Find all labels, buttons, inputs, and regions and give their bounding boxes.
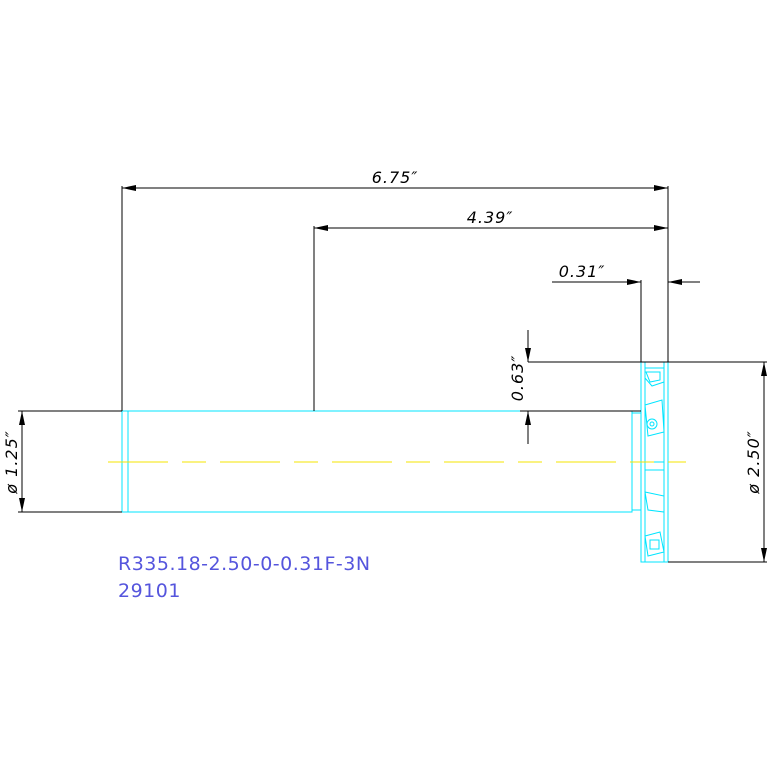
arrow-shank-right bbox=[654, 225, 668, 231]
arrow-cutter-dia-top bbox=[761, 362, 767, 376]
arrow-shank-dia-top bbox=[19, 411, 25, 425]
arrow-shank-dia-bottom bbox=[19, 498, 25, 512]
arrow-shank-left bbox=[314, 225, 328, 231]
arrow-head-right bbox=[668, 279, 682, 285]
insert-pocket-bottom bbox=[644, 531, 665, 557]
dim-cutter-diameter: ø 2.50″ bbox=[744, 430, 763, 494]
dimension-arrows bbox=[19, 185, 767, 562]
dim-head-width: 0.31″ bbox=[559, 262, 606, 281]
part-designation: R335.18-2.50-0-0.31F-3N bbox=[118, 553, 371, 575]
insert-screw-center bbox=[649, 421, 655, 427]
insert-pocket-low bbox=[644, 491, 665, 513]
arrow-step-bottom bbox=[525, 411, 531, 425]
insert-bottom bbox=[649, 539, 660, 550]
dim-overall-length: 6.75″ bbox=[372, 168, 419, 187]
dim-shank-diameter: ø 1.25″ bbox=[2, 430, 21, 494]
arrow-head-left bbox=[627, 279, 641, 285]
dim-shank-length: 4.39″ bbox=[467, 208, 514, 227]
arrow-cutter-dia-bottom bbox=[761, 548, 767, 562]
part-item-number: 29101 bbox=[118, 580, 181, 602]
arrow-step-top bbox=[525, 348, 531, 362]
dim-step-height: 0.63″ bbox=[508, 355, 527, 402]
arrow-overall-left bbox=[122, 185, 136, 191]
insert-pocket-top bbox=[644, 367, 665, 387]
insert-pocket-mid bbox=[644, 399, 665, 437]
drawing-area bbox=[0, 170, 767, 598]
insert-top bbox=[645, 371, 661, 383]
arrow-overall-right bbox=[654, 185, 668, 191]
dimension-lines bbox=[18, 186, 767, 563]
